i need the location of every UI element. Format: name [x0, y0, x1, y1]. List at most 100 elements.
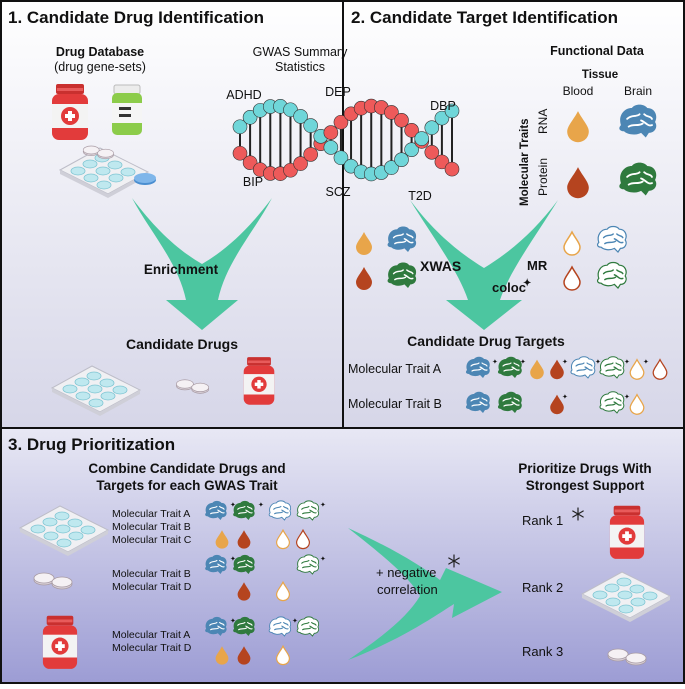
brain-label: Brain: [624, 84, 652, 98]
brain-outline-icon-green: [599, 356, 625, 379]
dna-bead-red: [444, 161, 460, 177]
svg-text:✦: ✦: [292, 617, 298, 625]
panel3-title: 3. Drug Prioritization: [8, 435, 175, 454]
dna-bead-red: [394, 113, 409, 128]
dna-bead-teal: [424, 120, 440, 136]
svg-text:✦: ✦: [624, 393, 630, 401]
dna-bead-red: [303, 147, 318, 162]
dna-bead-teal: [303, 118, 318, 133]
row3-trait-2: Molecular Trait D: [112, 642, 192, 654]
combine-label-line1: Combine Candidate Drugs and: [88, 461, 285, 476]
pill-bottle-icon: [52, 84, 88, 140]
prioritization-arrow: [348, 528, 502, 660]
coloc-sparkle: ✦: [523, 278, 531, 289]
dna-bead-teal: [414, 131, 430, 146]
gwas-statistics-label: Statistics: [275, 60, 325, 74]
dna-bead-red: [323, 125, 339, 140]
svg-text:✦: ✦: [320, 501, 326, 509]
row3-trait-1: Molecular Trait A: [112, 629, 190, 641]
row2-trait-2: Molecular Trait D: [112, 581, 192, 593]
trait-label-adhd: ADHD: [226, 88, 261, 102]
rank1-pill-bottle-icon: [609, 505, 645, 559]
dna-bead-red: [293, 156, 308, 171]
molecular-traits-label: Molecular Traits: [519, 118, 531, 206]
svg-text:✦: ✦: [595, 358, 601, 366]
row2-trait-1: Molecular Trait B: [112, 568, 191, 580]
drug-database-illustration: [52, 84, 156, 199]
brain-outline-icon-green: [599, 391, 625, 414]
brain-outline-icon-green: [296, 554, 320, 575]
brain-outline-icon-green: [296, 616, 320, 637]
mr-label: MR: [527, 258, 548, 273]
merge-arrow-targets: [410, 200, 558, 330]
trait-label-dbp: DBP: [430, 99, 456, 113]
trait-label-bip: BIP: [243, 175, 263, 189]
pill-bottle-icon: [42, 615, 78, 669]
sparkle-markers: ✦ ✦ ✦ ✦ ✦ ✦ ✦ ✦ ✦ ✦ ✦ ✦ ✦ ✦ ✦: [230, 358, 649, 625]
row1-trait-3: Molecular Trait C: [112, 534, 192, 546]
dna-bead-red: [242, 155, 258, 170]
dna-bead-red: [384, 105, 399, 120]
trait-label-t2d: T2D: [408, 189, 432, 203]
brain-outline-icon-blue: [570, 356, 596, 379]
brain-outline-icon-blue: [268, 616, 292, 637]
capsule-icon: [134, 173, 156, 185]
svg-text:✦: ✦: [562, 358, 568, 366]
svg-text:✦: ✦: [258, 501, 264, 509]
brain-outline-icon-green: [596, 261, 627, 289]
candidate-drug-targets-label: Candidate Drug Targets: [407, 333, 565, 349]
functional-data-label: Functional Data: [550, 44, 645, 58]
svg-text:✦: ✦: [520, 358, 526, 366]
svg-text:✦: ✦: [643, 358, 649, 366]
drug-gene-sets-label: (drug gene-sets): [54, 60, 146, 74]
gwas-summary-label: GWAS Summary: [253, 45, 348, 59]
molecular-trait-b-label: Molecular Trait B: [348, 397, 442, 411]
enrichment-label: Enrichment: [144, 262, 219, 277]
dna-helix-illustration: [232, 98, 460, 182]
drug-database-label: Drug Database: [56, 45, 144, 59]
svg-text:✦: ✦: [230, 617, 236, 625]
trait-label-dep: DEP: [325, 85, 351, 99]
brain-outline-icon-green: [296, 500, 320, 521]
xwas-label: XWAS: [420, 258, 461, 274]
dna-bead-red: [404, 123, 419, 138]
dna-bead-teal: [333, 150, 349, 166]
panel2-title: 2. Candidate Target Identification: [351, 8, 618, 27]
panel1-title: 1. Candidate Drug Identification: [8, 8, 264, 27]
svg-text:✦: ✦: [320, 555, 326, 563]
rank3-label: Rank 3: [522, 644, 563, 659]
dna-bead-teal: [404, 142, 419, 157]
dna-bead-teal: [434, 110, 450, 126]
green-bottle-icon: [112, 84, 142, 135]
negative-correlation-line1: + negative: [376, 565, 436, 580]
svg-text:✦: ✦: [624, 358, 630, 366]
rank1-label: Rank 1: [522, 513, 563, 528]
dna-bead-teal: [384, 160, 399, 175]
dna-bead-teal: [293, 109, 308, 124]
blood-label: Blood: [563, 84, 594, 98]
dna-bead-red: [333, 114, 349, 130]
merge-arrow-enrichment: [132, 198, 272, 330]
row1-trait-1: Molecular Trait A: [112, 508, 190, 520]
pill-bottle-icon: [243, 357, 275, 405]
dna-bead-teal: [242, 110, 258, 125]
dna-bead-red: [434, 154, 450, 170]
row1-trait-2: Molecular Trait B: [112, 521, 191, 533]
brain-outline-icon-blue: [596, 225, 627, 253]
rank2-label: Rank 2: [522, 580, 563, 595]
dna-bead-red: [424, 144, 440, 160]
dna-bead-teal: [444, 103, 460, 119]
combine-label-line2: Targets for each GWAS Trait: [96, 478, 278, 493]
svg-text:✦: ✦: [562, 393, 568, 401]
coloc-label: coloc: [492, 280, 526, 295]
dna-bead-teal: [232, 119, 248, 135]
dna-bead-teal: [323, 140, 339, 155]
svg-text:✦: ✦: [230, 501, 236, 509]
svg-text:✦: ✦: [492, 358, 498, 366]
protein-label: Protein: [536, 158, 550, 196]
svg-text:✦: ✦: [230, 555, 236, 563]
prioritize-label-line2: Strongest Support: [526, 478, 645, 493]
molecular-trait-a-label: Molecular Trait A: [348, 362, 442, 376]
